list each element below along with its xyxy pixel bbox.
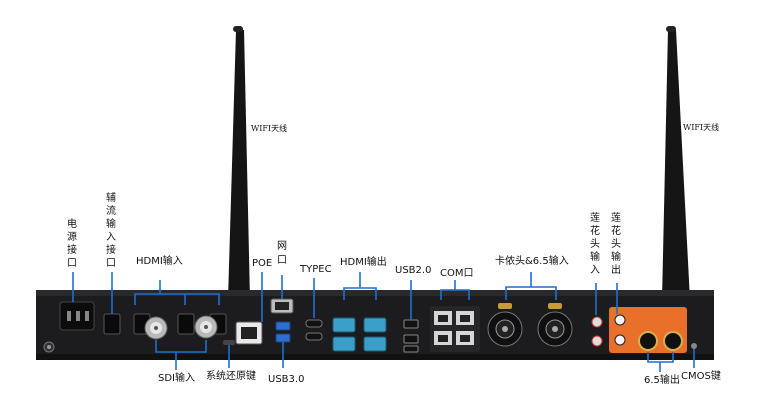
network-rj45-port	[270, 298, 294, 314]
power-inlet-port	[59, 301, 95, 331]
svg-text:输: 输	[611, 250, 621, 263]
svg-text:入: 入	[590, 265, 600, 276]
right-antenna	[662, 26, 690, 322]
xlr-combo-jack-1	[487, 303, 523, 347]
aux-input-label: 辅 流 输 入 接 口	[106, 191, 116, 269]
poe-rj45-port	[235, 321, 263, 345]
svg-text:接: 接	[106, 243, 116, 256]
usb2-ports	[403, 319, 419, 353]
svg-text:入: 入	[106, 232, 116, 243]
left-antenna	[228, 26, 250, 322]
wifi-antenna-right-label: WIFI天线	[683, 122, 719, 132]
rca-output-label: 莲 花 头 输 出	[611, 212, 621, 276]
hdmi-input-label: HDMI输入	[136, 254, 183, 267]
svg-text:出: 出	[611, 263, 621, 276]
sdi-bnc-port-2	[194, 315, 218, 339]
network-port-label: 网 口	[277, 240, 287, 266]
wifi-antenna-left-label: WIFI天线	[251, 123, 287, 133]
cmos-label: CMOS键	[681, 369, 721, 382]
svg-text:头: 头	[590, 238, 600, 250]
system-restore-button[interactable]	[223, 340, 235, 345]
svg-text:莲: 莲	[611, 212, 621, 224]
pointer-lines	[72, 272, 695, 372]
rca-input-jacks	[591, 316, 603, 347]
poe-label: POE	[252, 258, 272, 269]
power-label: 电 源 接 口	[67, 217, 77, 269]
svg-text:流: 流	[106, 204, 116, 217]
out65-label: 6.5输出	[644, 373, 680, 386]
svg-text:电: 电	[67, 217, 77, 230]
svg-text:源: 源	[67, 230, 77, 243]
ground-screw-icon	[43, 341, 55, 353]
svg-text:辅: 辅	[106, 191, 116, 204]
xlr-input-label: 卡侬头&6.5输入	[495, 254, 569, 267]
xlr-combo-jack-2	[537, 303, 573, 347]
cmos-button[interactable]	[691, 343, 697, 349]
svg-text:网: 网	[277, 240, 287, 252]
svg-text:莲: 莲	[590, 212, 600, 224]
com-port-label: COM口	[440, 268, 473, 279]
svg-text:输: 输	[590, 250, 600, 263]
sdi-input-label: SDI输入	[158, 371, 195, 384]
hdmi-output-ports	[332, 317, 387, 352]
svg-text:花: 花	[611, 224, 621, 237]
system-restore-label: 系统还原键	[206, 369, 256, 382]
svg-text:花: 花	[590, 224, 600, 237]
com-ports	[430, 306, 480, 352]
rca-input-label: 莲 花 头 输 入	[590, 212, 600, 276]
typec-label: TYPEC	[299, 264, 332, 275]
svg-text:口: 口	[277, 255, 287, 266]
usb2-label: USB2.0	[395, 265, 431, 276]
typec-ports	[305, 319, 323, 341]
rca-output-block	[609, 307, 687, 353]
hdmi-output-label: HDMI输出	[340, 255, 387, 268]
sdi-bnc-port-1	[144, 316, 168, 340]
svg-text:输: 输	[106, 217, 116, 230]
usb3-label: USB3.0	[268, 374, 304, 385]
svg-text:口: 口	[67, 258, 77, 269]
svg-text:口: 口	[106, 258, 116, 269]
svg-text:头: 头	[611, 238, 621, 250]
svg-text:接: 接	[67, 243, 77, 256]
